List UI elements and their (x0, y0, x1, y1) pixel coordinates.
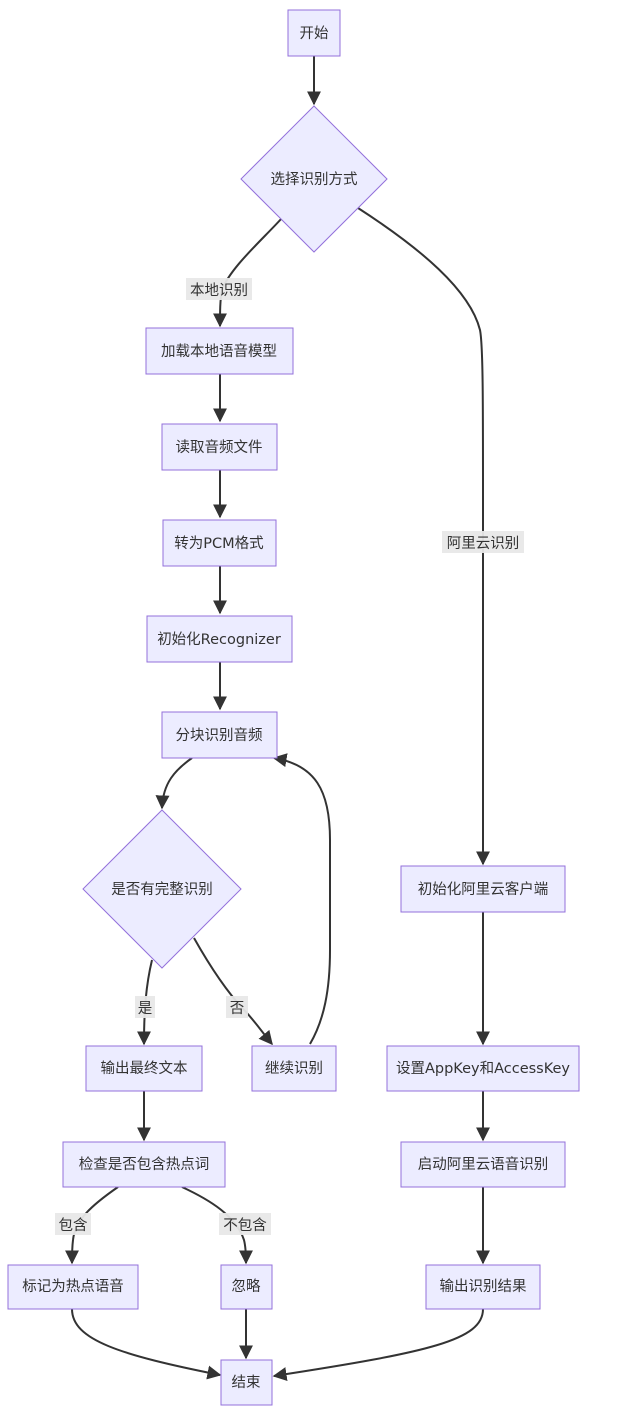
edge-continue-loop-back (272, 753, 331, 1045)
node-load-local-model: 加载本地语音模型 (145, 327, 294, 375)
svg-text:结束: 结束 (232, 1374, 261, 1391)
svg-text:加载本地语音模型: 加载本地语音模型 (161, 343, 277, 360)
node-check-hotwords: 检查是否包含热点词 (62, 1141, 226, 1188)
svg-text:初始化阿里云客户端: 初始化阿里云客户端 (418, 881, 549, 898)
node-mark-hotspot: 标记为热点语音 (7, 1264, 139, 1310)
svg-text:检查是否包含热点词: 检查是否包含热点词 (79, 1156, 210, 1173)
svg-text:转为PCM格式: 转为PCM格式 (174, 535, 264, 552)
node-start-aliyun-asr: 启动阿里云语音识别 (400, 1141, 566, 1188)
edge-label-contains: 包含 (55, 1213, 91, 1235)
node-end: 结束 (220, 1359, 273, 1406)
svg-text:读取音频文件: 读取音频文件 (176, 439, 263, 456)
svg-text:是: 是 (138, 1001, 153, 1017)
svg-text:忽略: 忽略 (232, 1278, 261, 1295)
svg-text:输出识别结果: 输出识别结果 (440, 1278, 527, 1295)
node-init-aliyun-client: 初始化阿里云客户端 (400, 865, 566, 913)
svg-text:标记为热点语音: 标记为热点语音 (22, 1278, 124, 1295)
svg-text:输出最终文本: 输出最终文本 (101, 1060, 188, 1077)
node-ignore: 忽略 (220, 1264, 273, 1310)
edge-choose-to-aliyun-client (357, 207, 490, 866)
node-output-result: 输出识别结果 (425, 1264, 541, 1310)
node-read-audio: 读取音频文件 (161, 423, 278, 471)
node-choose-method-decision: 选择识别方式 (240, 105, 388, 253)
edge-label-no: 否 (226, 996, 248, 1018)
node-chunk-recognize: 分块识别音频 (161, 711, 278, 759)
edge-decision-no (193, 937, 273, 1046)
node-init-recognizer: 初始化Recognizer (146, 615, 293, 663)
edge-label-not-contains: 不包含 (219, 1213, 271, 1235)
svg-text:继续识别: 继续识别 (265, 1060, 323, 1077)
svg-text:启动阿里云语音识别: 启动阿里云语音识别 (418, 1156, 549, 1173)
svg-text:不包含: 不包含 (223, 1217, 267, 1234)
edge-check-contains (65, 1186, 119, 1265)
node-to-pcm: 转为PCM格式 (162, 519, 277, 567)
svg-text:初始化Recognizer: 初始化Recognizer (157, 631, 281, 648)
edge-check-not-contains (181, 1186, 253, 1265)
svg-text:否: 否 (230, 1001, 245, 1017)
node-start: 开始 (287, 9, 341, 57)
edge-label-yes: 是 (135, 996, 155, 1018)
edge-output-result-to-end (272, 1308, 484, 1382)
edge-choose-to-load-model (213, 217, 283, 328)
svg-text:包含: 包含 (59, 1217, 88, 1234)
svg-text:分块识别音频: 分块识别音频 (176, 727, 263, 744)
svg-text:是否有完整识别: 是否有完整识别 (111, 881, 213, 898)
svg-text:本地识别: 本地识别 (190, 282, 248, 299)
node-continue-recognize: 继续识别 (251, 1045, 337, 1092)
edge-label-local: 本地识别 (186, 278, 252, 300)
edge-mark-to-end (71, 1308, 222, 1380)
node-set-keys: 设置AppKey和AccessKey (386, 1045, 580, 1092)
svg-text:开始: 开始 (300, 25, 329, 42)
edge-chunk-to-decision (155, 757, 193, 810)
svg-text:设置AppKey和AccessKey: 设置AppKey和AccessKey (396, 1060, 570, 1077)
node-output-final-text: 输出最终文本 (85, 1045, 203, 1092)
svg-text:选择识别方式: 选择识别方式 (271, 171, 358, 188)
svg-text:阿里云识别: 阿里云识别 (447, 535, 520, 552)
edge-label-aliyun: 阿里云识别 (442, 531, 524, 553)
node-has-complete-decision: 是否有完整识别 (82, 809, 242, 969)
